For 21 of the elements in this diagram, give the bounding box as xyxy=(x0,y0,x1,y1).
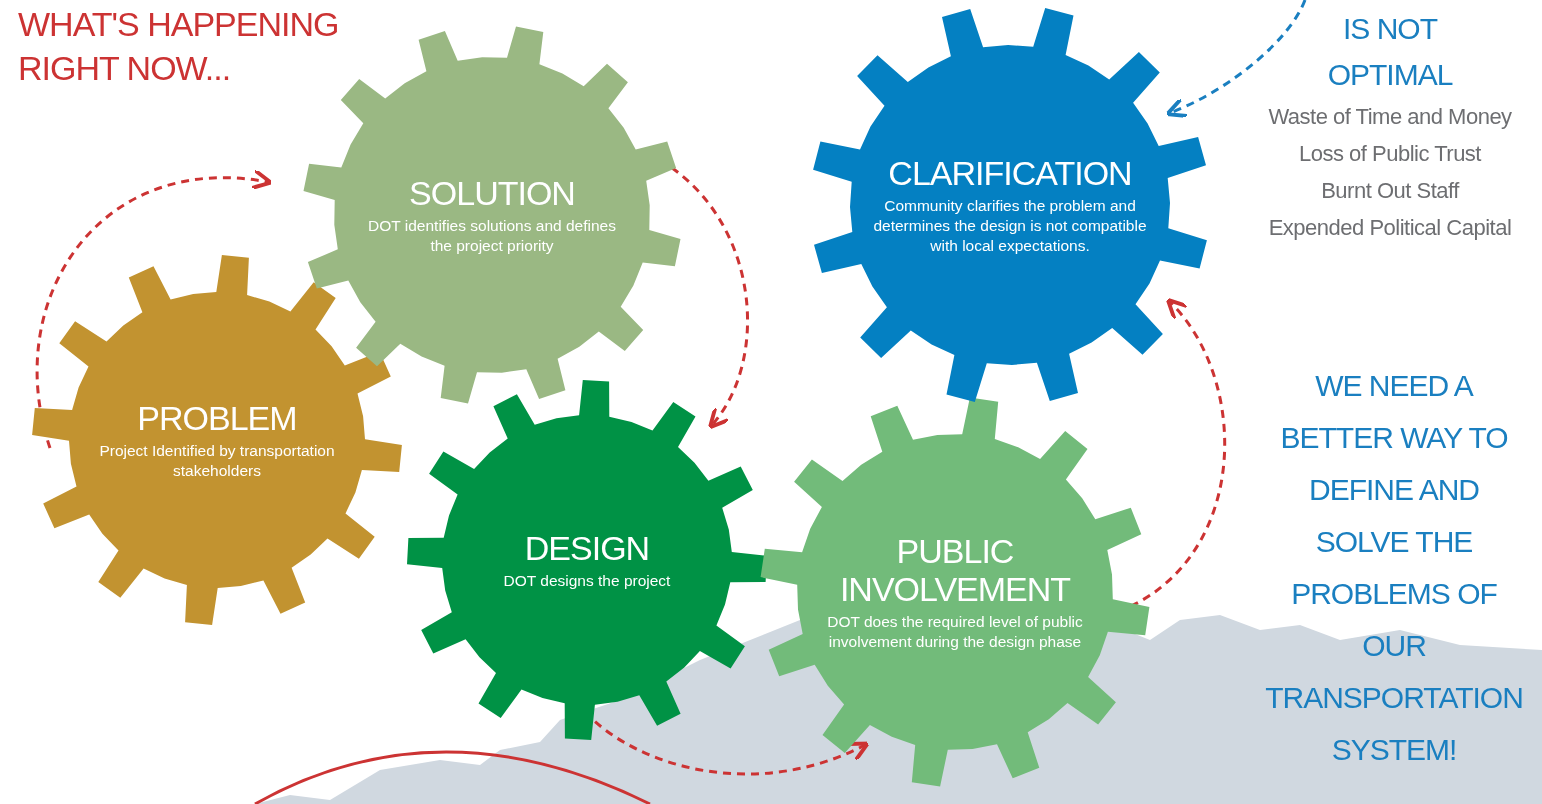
consequence-text: Expended Political Capital xyxy=(1267,214,1513,242)
gear xyxy=(407,380,767,740)
gear-title: CLARIFICATION xyxy=(888,154,1132,192)
consequence-text: Loss of Public Trust xyxy=(1298,140,1483,168)
gear-description: DOT designs the project xyxy=(503,571,671,591)
title: WHAT'S HAPPENING RIGHT NOW... xyxy=(18,4,340,89)
heading: IS NOT OPTIMAL xyxy=(1326,11,1454,93)
gear-description: Community clarifies the problem and determines the design is not compatible with local expectations. xyxy=(872,196,1148,256)
consequence-text: Waste of Time and Money xyxy=(1267,103,1513,131)
gear-title: PUBLIC INVOLVEMENT xyxy=(838,532,1072,608)
call-to-action: WE NEED A BETTER WAY TO DEFINE AND SOLVE THE PROBLEMS OF OUR TRANSPORTATION SYSTEM! xyxy=(1264,368,1524,768)
gear-description: DOT does the required level of public involvement during the design phase xyxy=(826,612,1084,652)
gear-title: SOLUTION xyxy=(409,174,575,212)
gear-title: DESIGN xyxy=(524,529,650,567)
gear xyxy=(810,5,1210,405)
gear-description: DOT identifies solutions and defines the project priority xyxy=(367,216,617,256)
gear xyxy=(760,397,1150,787)
gear xyxy=(32,255,402,625)
consequence-text: Burnt Out Staff xyxy=(1320,177,1461,205)
gear-description: Project Identified by transportation stakeholders xyxy=(98,441,336,481)
gear-title: PROBLEM xyxy=(137,399,297,437)
